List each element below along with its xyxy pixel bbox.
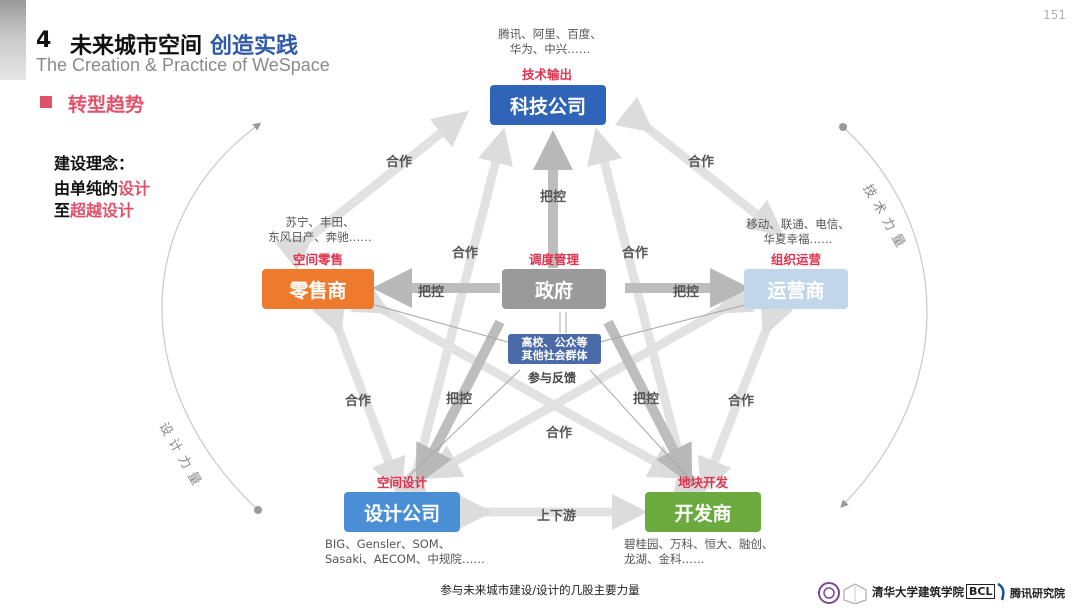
page-subtitle: The Creation & Practice of WeSpace <box>36 55 330 75</box>
tech-examples: 腾讯、阿里、百度、 华为、中兴…… <box>498 27 602 56</box>
bcl-logo: BCL <box>966 584 996 599</box>
label-coop-ops-dev: 合作 <box>728 394 755 409</box>
label-coop-dev-tech: 合作 <box>622 246 649 261</box>
page-title: 未来城市空间 <box>70 34 203 59</box>
society-role: 参与反馈 <box>528 371 577 385</box>
design-role: 空间设计 <box>376 475 427 490</box>
concept-line-2: 由单纯的设计 <box>54 175 150 199</box>
design-examples: BIG、Gensler、SOM、 Sasaki、AECOM、中规院…… <box>325 537 485 566</box>
label-control-tech: 把控 <box>540 190 567 205</box>
section-number: 4 <box>36 28 52 53</box>
design-company-node: 设计公司 <box>344 492 460 532</box>
label-coop-cross: 合作 <box>546 426 573 441</box>
dev-examples: 碧桂园、万科、恒大、融创、 龙湖、金科…… <box>624 537 774 566</box>
right-arc-dot <box>839 123 847 131</box>
concept-line-3-prefix: 至 <box>54 201 71 220</box>
page-number: 151 <box>1043 8 1066 22</box>
dev-role: 地块开发 <box>677 475 728 490</box>
label-control-ops: 把控 <box>673 285 700 300</box>
tencent-logo-icon <box>997 582 1005 601</box>
concept-line-1: 建设理念： <box>54 154 135 173</box>
concept-line-2-prefix: 由单纯的 <box>54 179 119 198</box>
retail-role: 空间零售 <box>292 252 343 267</box>
label-coop-tech-ops: 合作 <box>688 155 715 170</box>
concept-line-2-accent: 设计 <box>118 179 151 198</box>
retail-examples: 苏宁、丰田、 东风日产、奔驰…… <box>268 215 372 244</box>
developer-node: 开发商 <box>645 492 761 532</box>
cube-logo <box>843 583 867 604</box>
gov-role: 调度管理 <box>528 252 579 267</box>
coop-arrows <box>274 96 794 530</box>
concept-line-3-accent: 超越设计 <box>70 201 135 220</box>
operator-node: 运营商 <box>744 269 848 309</box>
left-arc-dot <box>254 506 262 514</box>
ops-examples: 移动、联通、电信、 华夏幸福…… <box>746 217 850 246</box>
trend-heading: 转型趋势 <box>68 94 145 116</box>
government-node: 政府 <box>502 269 606 309</box>
concept-line-3: 至超越设计 <box>54 197 134 221</box>
feedback-lines <box>374 304 746 481</box>
tech-role: 技术输出 <box>521 67 572 82</box>
label-coop-retail-tech: 合作 <box>386 155 413 170</box>
label-control-design: 把控 <box>446 392 473 407</box>
corner-photo <box>0 0 26 80</box>
diagram-caption: 参与未来城市建设/设计的几股主要力量 <box>440 583 640 597</box>
label-coop-retail-design: 合作 <box>345 394 372 409</box>
label-control-dev: 把控 <box>633 392 660 407</box>
label-control-retail: 把控 <box>418 285 445 300</box>
left-arc <box>161 122 262 511</box>
tsinghua-seal-logo <box>818 582 840 604</box>
society-node: 高校、公众等 其他社会群体 <box>508 334 601 364</box>
tsinghua-logo-text: 清华大学建筑学院 <box>872 585 964 599</box>
label-coop-design-tech: 合作 <box>452 246 479 261</box>
bullet-square-icon <box>40 96 52 108</box>
retailer-node: 零售商 <box>262 269 374 309</box>
control-arrows <box>372 130 750 486</box>
label-upstream-downstream: 上下游 <box>537 509 577 524</box>
page-title-accent: 创造实践 <box>210 34 299 59</box>
tech-company-node: 科技公司 <box>490 85 606 125</box>
ops-role: 组织运营 <box>770 252 821 267</box>
tencent-research-logo: 腾讯研究院 <box>1010 587 1065 600</box>
right-arc <box>840 126 928 508</box>
